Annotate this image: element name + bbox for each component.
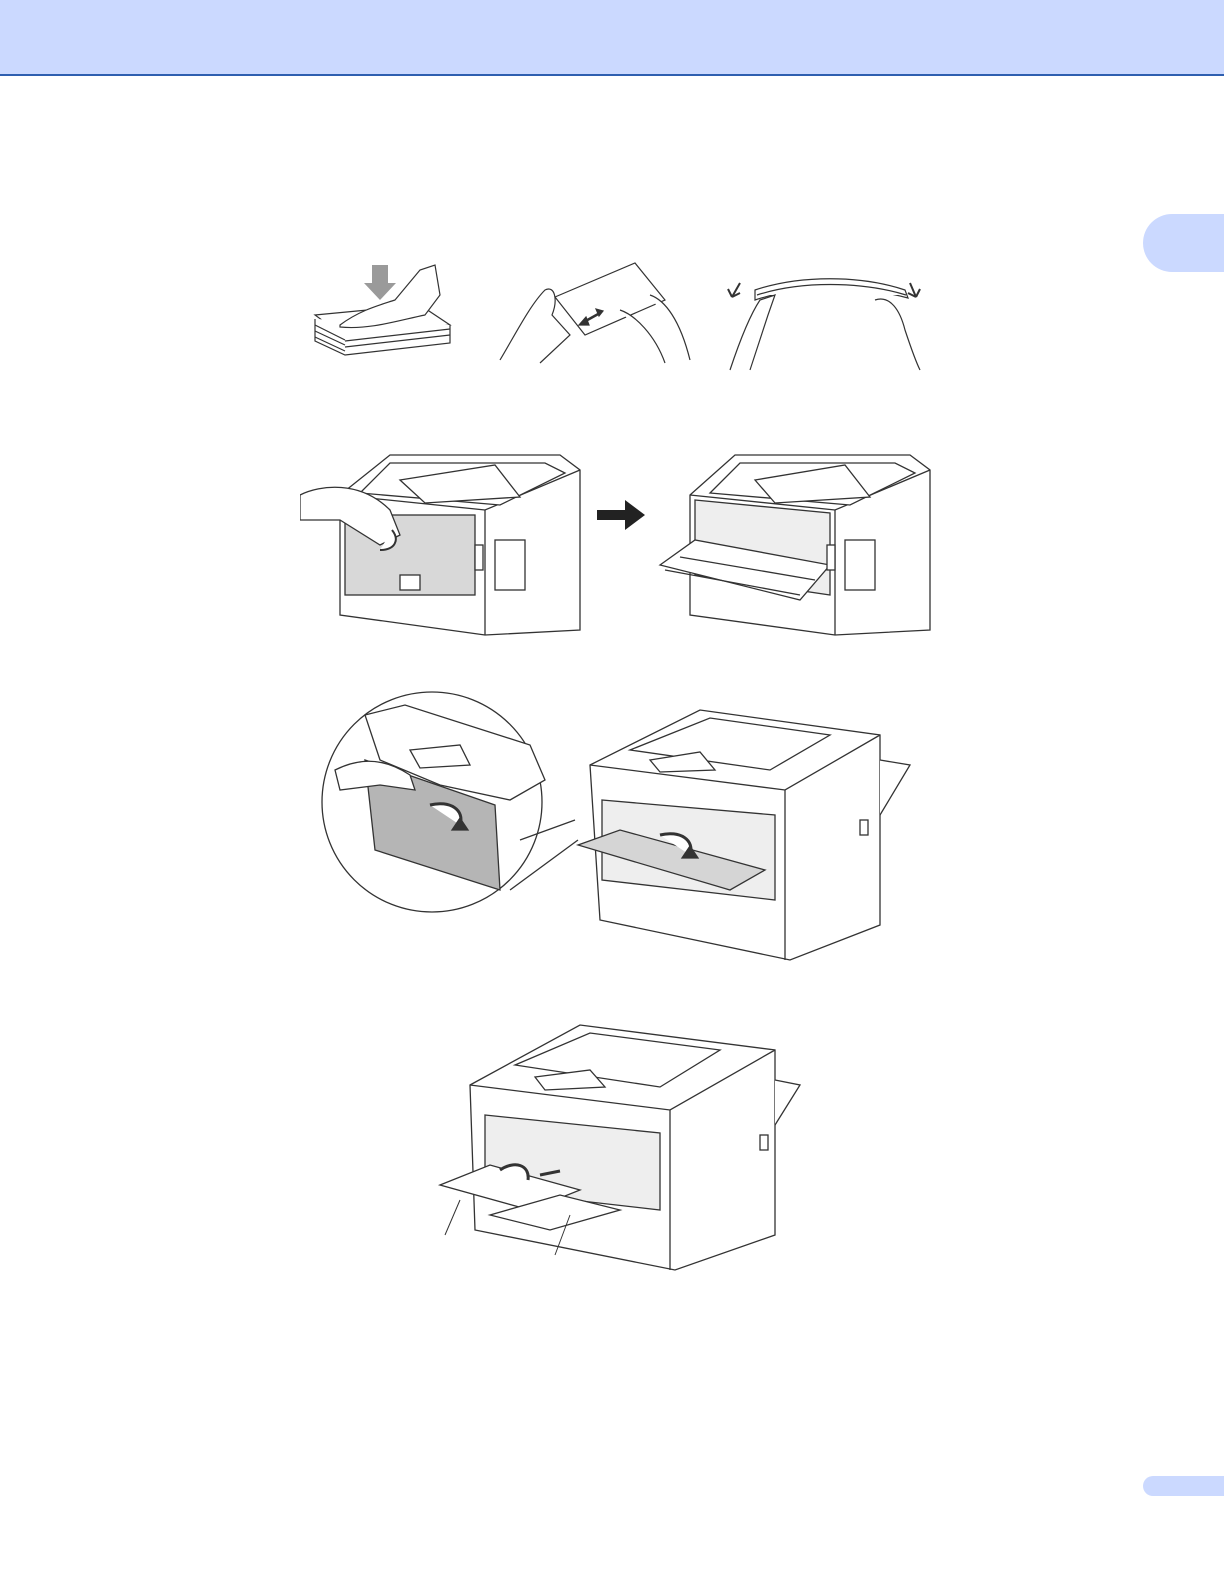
header-band	[0, 0, 1224, 76]
printer-support-flap-icon	[440, 1025, 800, 1270]
printer-back-open-icon	[660, 455, 930, 635]
printer-back-closed-icon	[300, 455, 580, 635]
page-number-tab	[1143, 1476, 1224, 1496]
open-back-cover-illustration	[300, 425, 940, 640]
flex-stack-icon	[728, 279, 920, 370]
open-mp-tray-illustration	[320, 690, 920, 965]
slide-envelope-icon	[500, 263, 690, 363]
pull-support-illustration	[430, 1015, 810, 1275]
press-stack-icon	[315, 265, 450, 355]
printer-front-tray-open-icon	[578, 710, 910, 960]
fan-envelopes-illustration	[300, 255, 930, 385]
magnified-tray-icon	[322, 692, 578, 912]
chapter-tab	[1143, 214, 1224, 272]
arrow-right-icon	[597, 500, 645, 530]
